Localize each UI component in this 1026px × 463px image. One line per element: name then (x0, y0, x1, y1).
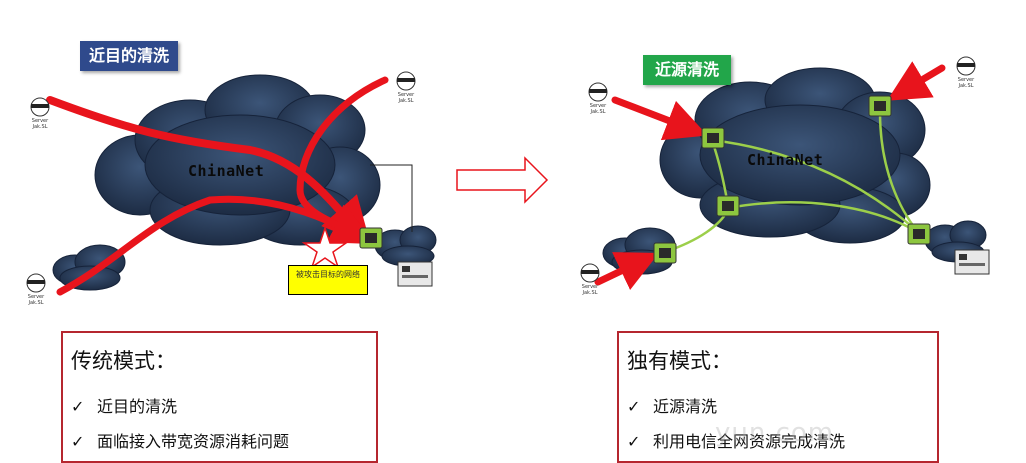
right-target-server (954, 249, 990, 275)
checkmark-icon: ✓ (627, 432, 641, 451)
left-main-cloud (94, 74, 381, 246)
left-cloud-label: ChinaNet (188, 162, 265, 180)
victim-network-note: 被攻击目标的网络 (288, 265, 368, 295)
left-hacker-icon-3 (26, 273, 46, 293)
watermark: yun.com (715, 418, 835, 448)
checkmark-icon: ✓ (627, 397, 641, 416)
traditional-bullet-1: ✓ 近目的清洗 (71, 393, 177, 417)
unique-bullet-1: ✓ 近源清洗 (627, 393, 717, 417)
transition-arrow (456, 156, 549, 204)
traditional-mode-box: 传统模式： ✓ 近目的清洗 ✓ 面临接入带宽资源消耗问题 (61, 331, 378, 463)
right-hacker-icon-3 (580, 263, 600, 283)
bullet-text: 面临接入带宽资源消耗问题 (97, 432, 290, 451)
right-cleaning-device-3 (716, 195, 740, 217)
traditional-bullet-2: ✓ 面临接入带宽资源消耗问题 (71, 428, 289, 452)
right-cleaning-device-1 (701, 127, 725, 149)
checkmark-icon: ✓ (71, 432, 85, 451)
unique-mode-title: 独有模式： (627, 349, 732, 373)
bullet-text: 近源清洗 (653, 397, 718, 416)
left-target-server (397, 261, 433, 287)
left-link-line (370, 164, 413, 232)
bullet-text: 利用电信全网资源完成清洗 (653, 432, 846, 451)
left-panel-tag: 近目的清洗 (80, 41, 178, 71)
left-target-star (301, 225, 349, 269)
left-hacker-caption-2: Server Jak.SL (397, 92, 415, 104)
unique-bullet-2: ✓ 利用电信全网资源完成清洗 (627, 428, 845, 452)
right-cleaning-device-4 (653, 242, 677, 264)
checkmark-icon: ✓ (71, 397, 85, 416)
left-attack-arrows (46, 76, 389, 296)
unique-mode-box: 独有模式： ✓ 近源清洗 ✓ 利用电信全网资源完成清洗 (617, 331, 939, 463)
left-hacker-icon-1 (30, 97, 50, 117)
traditional-mode-title: 传统模式： (71, 349, 176, 373)
left-target-cloud (374, 225, 437, 267)
right-hacker-icon-1 (588, 82, 608, 102)
left-hacker-caption-3: Server Jak.SL (27, 294, 45, 306)
right-hacker-icon-2 (956, 56, 976, 76)
right-cloud-label: ChinaNet (747, 151, 824, 169)
left-hacker-icon-2 (396, 71, 416, 91)
right-panel-tag: 近源清洗 (643, 55, 731, 85)
left-small-cloud (52, 244, 126, 291)
left-hacker-caption-1: Server Jak.SL (31, 118, 49, 130)
left-cleaning-device (359, 227, 383, 249)
right-hacker-caption-1: Server Jak.SL (589, 103, 607, 115)
right-hacker-caption-3: Server Jak.SL (581, 284, 599, 296)
right-cleaning-device-5 (907, 223, 931, 245)
right-attack-arrows (594, 61, 946, 290)
bullet-text: 近目的清洗 (97, 397, 178, 416)
right-hacker-caption-2: Server Jak.SL (957, 77, 975, 89)
right-cleaning-device-2 (868, 95, 892, 117)
